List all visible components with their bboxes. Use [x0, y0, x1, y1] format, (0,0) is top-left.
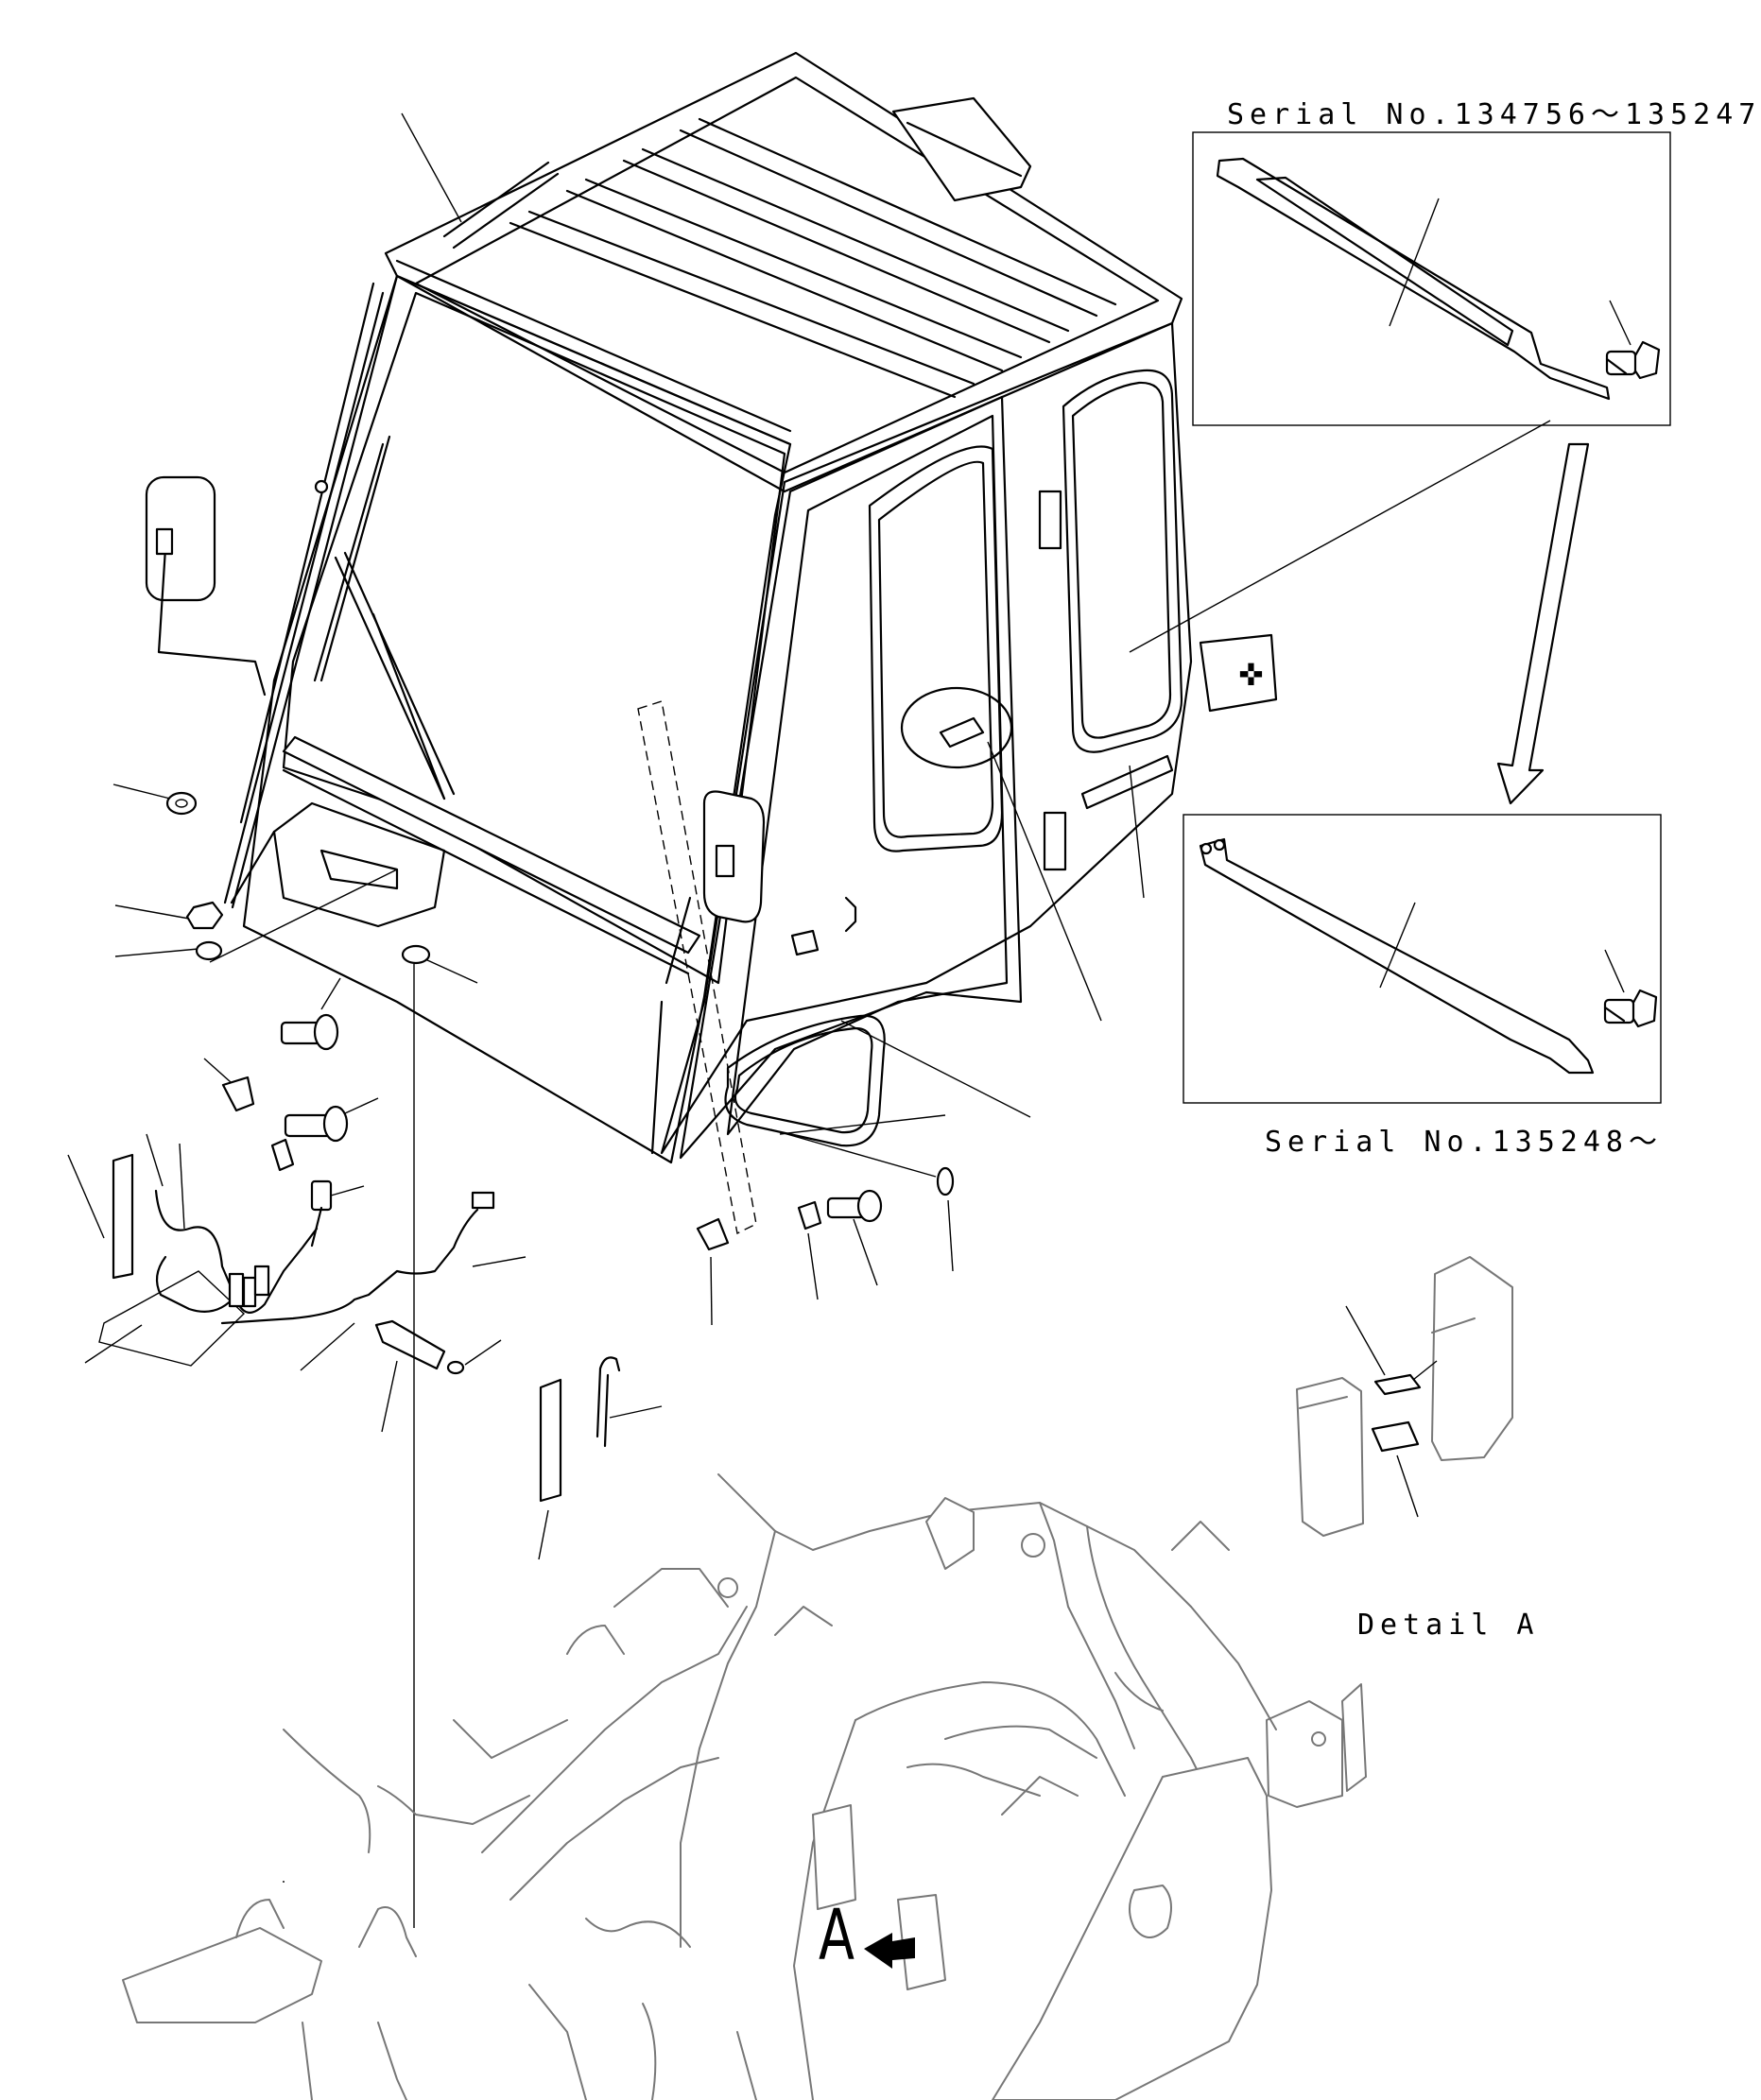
- door-mirror: [665, 790, 766, 985]
- door-window: [868, 445, 1004, 852]
- rear-mount-block: [1199, 633, 1278, 713]
- upper-bracket: [1216, 157, 1611, 401]
- wiring-harness: [84, 1133, 527, 1367]
- inset-lower: [1183, 814, 1662, 1104]
- loose-parts: [67, 112, 1145, 1928]
- bolt-1: [280, 977, 341, 1051]
- side-decal: [1080, 754, 1174, 810]
- clip-3: [696, 1217, 730, 1251]
- cab-assembly: ✜: [145, 51, 1278, 1164]
- roof-slats: [509, 117, 1117, 399]
- washer-2: [195, 940, 223, 961]
- rear-window: [1062, 369, 1183, 753]
- nut: [185, 901, 224, 930]
- washer-4: [936, 1166, 955, 1196]
- spacer-bar-middle: [539, 1378, 562, 1503]
- wiper: [313, 435, 456, 800]
- detail-label: Detail A: [1357, 1609, 1540, 1642]
- lower-rod: [1199, 837, 1595, 1075]
- serial-range-upper: Serial No.134756〜135247: [1227, 98, 1761, 131]
- clip-2: [270, 1138, 295, 1172]
- inset-upper: [1192, 131, 1671, 426]
- left-mirror: [145, 475, 267, 697]
- connector-1: [310, 1179, 365, 1248]
- leader-upper-to-cab: [1129, 420, 1551, 653]
- view-arrow: [864, 1933, 915, 1969]
- washer-1: [165, 791, 198, 816]
- lower-bolt: [1603, 989, 1658, 1028]
- hook-rod: [596, 1356, 621, 1448]
- cab-right-side: [660, 321, 1193, 1155]
- door-handle: [844, 896, 857, 933]
- washer-3: [401, 944, 431, 965]
- dashed-guides: [283, 700, 757, 1883]
- machine-frame: [122, 1473, 1367, 2100]
- hinge-upper: [1038, 490, 1062, 550]
- detail-a-drawing: [1296, 1256, 1513, 1537]
- cab-door: [679, 395, 1023, 1160]
- cab-roof: [384, 51, 1183, 493]
- clip-4: [797, 1200, 822, 1231]
- serial-range-lower: Serial No.135248〜: [1265, 1126, 1663, 1159]
- bolt-2: [284, 1097, 379, 1143]
- plug: [300, 1319, 502, 1433]
- view-marker: A: [819, 1895, 855, 1976]
- hinge-lower: [1043, 811, 1067, 871]
- svg-text:✜: ✜: [1238, 657, 1264, 693]
- lower-door-window: [724, 1014, 886, 1147]
- detail-clip-upper: [1373, 1373, 1422, 1396]
- door-sticker: [900, 686, 1013, 769]
- arrow-down: [1496, 442, 1590, 805]
- parts-diagram: ✜: [67, 51, 1755, 2100]
- upper-bolt: [1605, 340, 1661, 380]
- spacer-bar-left: [112, 1153, 134, 1280]
- front-beam: [282, 735, 701, 955]
- diagram-drawing: ✜: [67, 51, 1671, 2100]
- clip-1: [221, 1076, 255, 1112]
- detail-clip-lower: [1371, 1420, 1420, 1453]
- bolt-3: [826, 1189, 883, 1286]
- windshield: [242, 274, 792, 1164]
